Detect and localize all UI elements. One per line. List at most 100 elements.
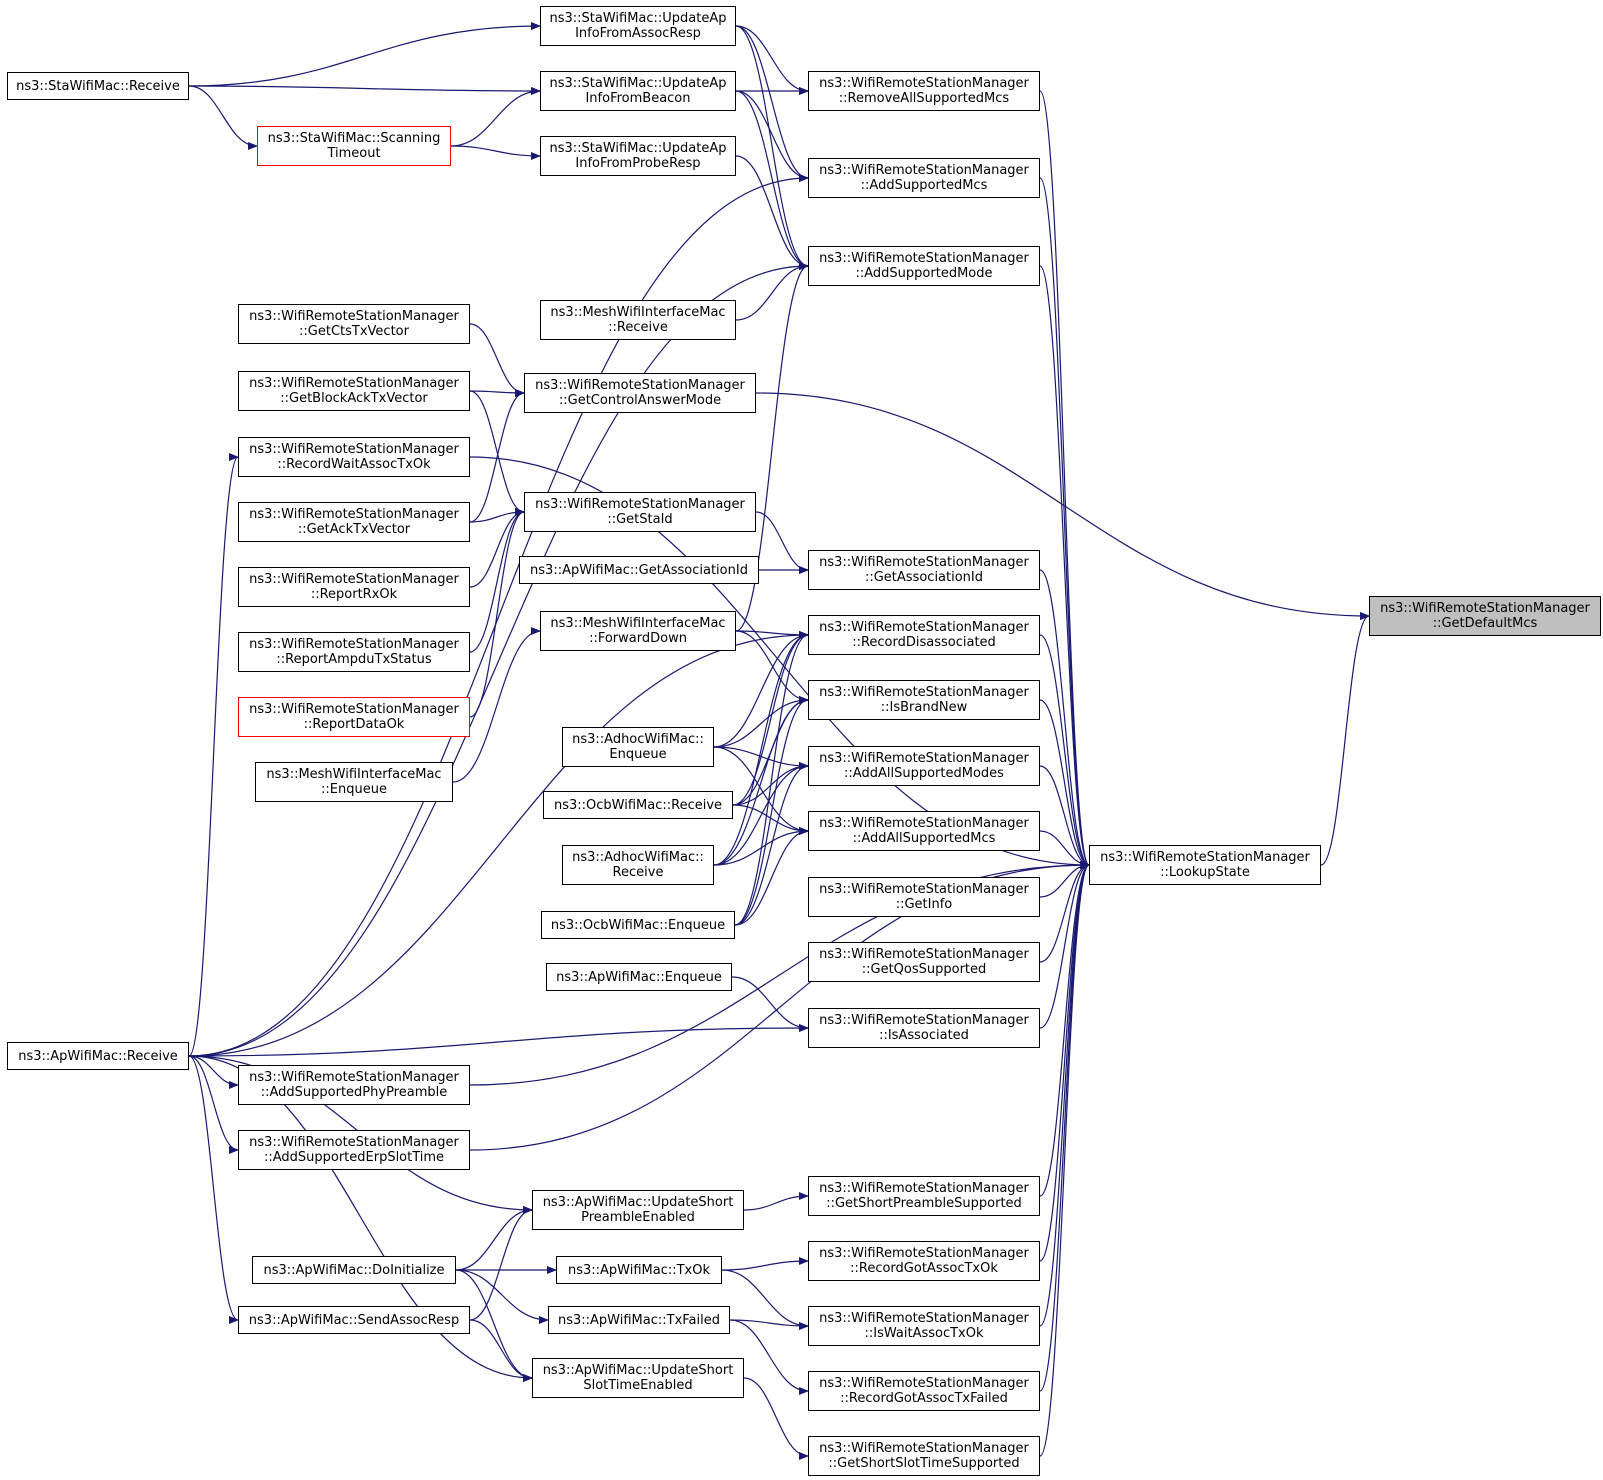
node-line: ns3::WifiRemoteStationManager — [249, 637, 459, 652]
node-report-rx-ok[interactable]: ns3::WifiRemoteStationManager::ReportRxO… — [238, 567, 470, 607]
edge-mesh_forward-to-add_mode — [735, 262, 809, 632]
node-record-got-assoc-tx-failed[interactable]: ns3::WifiRemoteStationManager::RecordGot… — [808, 1371, 1040, 1411]
node-get-info[interactable]: ns3::WifiRemoteStationManager::GetInfo — [808, 877, 1040, 917]
node-line: ns3::WifiRemoteStationManager — [819, 1181, 1029, 1196]
node-mesh-forward-down[interactable]: ns3::MeshWifiInterfaceMac::ForwardDown — [540, 611, 736, 651]
node-ap-receive[interactable]: ns3::ApWifiMac::Receive — [7, 1042, 189, 1070]
node-line: ns3::WifiRemoteStationManager — [249, 442, 459, 457]
node-adhoc-receive[interactable]: ns3::AdhocWifiMac::Receive — [562, 845, 714, 885]
node-tx-ok[interactable]: ns3::ApWifiMac::TxOk — [556, 1256, 722, 1284]
node-line: ns3::WifiRemoteStationManager — [819, 555, 1029, 570]
node-add-supported-phy-preamble[interactable]: ns3::WifiRemoteStationManager::AddSuppor… — [238, 1065, 470, 1105]
node-ap-enqueue[interactable]: ns3::ApWifiMac::Enqueue — [546, 963, 732, 991]
node-report-ampdu-tx-status[interactable]: ns3::WifiRemoteStationManager::ReportAmp… — [238, 632, 470, 672]
node-line: ::GetShortPreambleSupported — [826, 1196, 1022, 1211]
node-mesh-receive[interactable]: ns3::MeshWifiInterfaceMac::Receive — [540, 300, 736, 340]
node-is-associated[interactable]: ns3::WifiRemoteStationManager::IsAssocia… — [808, 1008, 1040, 1048]
node-line: ::AddAllSupportedModes — [844, 766, 1004, 781]
node-do-initialize[interactable]: ns3::ApWifiMac::DoInitialize — [252, 1256, 456, 1284]
node-line: ::RecordDisassociated — [852, 635, 996, 650]
node-add-all-supported-modes[interactable]: ns3::WifiRemoteStationManager::AddAllSup… — [808, 746, 1040, 786]
node-get-association-id[interactable]: ns3::WifiRemoteStationManager::GetAssoci… — [808, 550, 1040, 590]
node-line: ns3::StaWifiMac::UpdateAp — [549, 141, 727, 156]
node-send-assoc-resp[interactable]: ns3::ApWifiMac::SendAssocResp — [238, 1306, 470, 1334]
node-line: ns3::WifiRemoteStationManager — [249, 507, 459, 522]
node-is-brand-new[interactable]: ns3::WifiRemoteStationManager::IsBrandNe… — [808, 680, 1040, 720]
node-line: ::GetQosSupported — [861, 962, 987, 977]
edge-sta_receive-to-upd_assoc — [188, 22, 541, 87]
node-line: ::RecordGotAssocTxFailed — [840, 1391, 1008, 1406]
node-line: ns3::ApWifiMac::Receive — [18, 1048, 178, 1064]
edge-tx_failed-to-is_wait_assoc — [729, 1319, 809, 1330]
edge-upd_short_slot-to-get_short_slot — [743, 1377, 809, 1460]
node-tx-failed[interactable]: ns3::ApWifiMac::TxFailed — [548, 1306, 730, 1334]
node-line: ns3::WifiRemoteStationManager — [819, 76, 1029, 91]
node-line: ::GetAckTxVector — [297, 522, 411, 537]
node-sta-receive[interactable]: ns3::StaWifiMac::Receive — [7, 72, 189, 100]
edge-ap_receive-to-add_erp_slot — [188, 1055, 239, 1154]
node-add-supported-mode[interactable]: ns3::WifiRemoteStationManager::AddSuppor… — [808, 246, 1040, 286]
edge-rec_got_assoc_ok-to-lookup_state — [1039, 861, 1090, 1262]
node-get-short-preamble-supported[interactable]: ns3::WifiRemoteStationManager::GetShortP… — [808, 1176, 1040, 1216]
node-line: ::AddAllSupportedMcs — [852, 831, 996, 846]
node-get-sta-id[interactable]: ns3::WifiRemoteStationManager::GetStaId — [524, 492, 756, 532]
node-get-default-mcs[interactable]: ns3::WifiRemoteStationManager::GetDefaul… — [1369, 596, 1601, 636]
node-get-control-answer-mode[interactable]: ns3::WifiRemoteStationManager::GetContro… — [524, 373, 756, 413]
edge-tx_failed-to-rec_got_assoc_failed — [729, 1319, 809, 1395]
node-ocb-enqueue[interactable]: ns3::OcbWifiMac::Enqueue — [541, 911, 735, 939]
edge-ctrl_answer-to-get_default_mcs — [755, 392, 1370, 620]
node-record-wait-assoc-tx-ok[interactable]: ns3::WifiRemoteStationManager::RecordWai… — [238, 437, 470, 477]
edge-get_ack-to-ctrl_answer — [469, 389, 525, 523]
node-line: ::Enqueue — [321, 782, 387, 797]
node-record-got-assoc-tx-ok[interactable]: ns3::WifiRemoteStationManager::RecordGot… — [808, 1241, 1040, 1281]
node-line: InfoFromBeacon — [585, 91, 691, 106]
node-record-disassociated[interactable]: ns3::WifiRemoteStationManager::RecordDis… — [808, 615, 1040, 655]
node-line: ns3::WifiRemoteStationManager — [249, 376, 459, 391]
edge-adhoc_receive-to-is_brand_new — [713, 696, 809, 866]
node-line: ns3::OcbWifiMac::Receive — [553, 797, 723, 813]
node-get-qos-supported[interactable]: ns3::WifiRemoteStationManager::GetQosSup… — [808, 942, 1040, 982]
node-line: ns3::WifiRemoteStationManager — [819, 620, 1029, 635]
node-get-cts-tx-vector[interactable]: ns3::WifiRemoteStationManager::GetCtsTxV… — [238, 304, 470, 344]
edge-adhoc_enqueue-to-rec_disassoc — [713, 631, 809, 748]
node-report-data-ok[interactable]: ns3::WifiRemoteStationManager::ReportDat… — [238, 697, 470, 737]
node-line: ns3::ApWifiMac::SendAssocResp — [248, 1312, 460, 1328]
node-line: ns3::ApWifiMac::UpdateShort — [542, 1363, 734, 1378]
node-ap-get-association-id[interactable]: ns3::ApWifiMac::GetAssociationId — [519, 556, 759, 584]
edge-ap_receive-to-is_associated — [188, 1024, 809, 1057]
node-add-all-supported-mcs[interactable]: ns3::WifiRemoteStationManager::AddAllSup… — [808, 811, 1040, 851]
node-add-supported-erp-slot-time[interactable]: ns3::WifiRemoteStationManager::AddSuppor… — [238, 1130, 470, 1170]
node-line: ns3::WifiRemoteStationManager — [535, 378, 745, 393]
edge-get_blockack-to-ctrl_answer — [469, 388, 525, 397]
node-line: ns3::WifiRemoteStationManager — [249, 572, 459, 587]
node-line: ns3::StaWifiMac::Receive — [16, 78, 180, 94]
edge-adhoc_receive-to-rec_disassoc — [713, 631, 809, 866]
edge-upd_short_preamble-to-get_short_preamble — [743, 1192, 809, 1211]
node-get-block-ack-tx-vector[interactable]: ns3::WifiRemoteStationManager::GetBlockA… — [238, 371, 470, 411]
node-lookup-state[interactable]: ns3::WifiRemoteStationManager::LookupSta… — [1089, 845, 1321, 885]
node-get-ack-tx-vector[interactable]: ns3::WifiRemoteStationManager::GetAckTxV… — [238, 502, 470, 542]
node-remove-all-supported-mcs[interactable]: ns3::WifiRemoteStationManager::RemoveAll… — [808, 71, 1040, 111]
node-get-short-slot-time-supported[interactable]: ns3::WifiRemoteStationManager::GetShortS… — [808, 1436, 1040, 1476]
node-line: ns3::MeshWifiInterfaceMac — [266, 767, 442, 782]
node-line: ns3::WifiRemoteStationManager — [249, 702, 459, 717]
node-line: SlotTimeEnabled — [583, 1378, 693, 1393]
edge-add_mode-to-lookup_state — [1039, 265, 1090, 869]
edge-get_short_slot-to-lookup_state — [1039, 861, 1090, 1457]
node-adhoc-enqueue[interactable]: ns3::AdhocWifiMac::Enqueue — [562, 727, 714, 767]
node-line: ns3::WifiRemoteStationManager — [1380, 601, 1590, 616]
node-is-wait-assoc-tx-ok[interactable]: ns3::WifiRemoteStationManager::IsWaitAss… — [808, 1306, 1040, 1346]
node-line: ns3::MeshWifiInterfaceMac — [550, 305, 726, 320]
node-add-supported-mcs[interactable]: ns3::WifiRemoteStationManager::AddSuppor… — [808, 158, 1040, 198]
edge-ocb_enqueue-to-add_all_mcs — [734, 827, 809, 926]
node-line: ns3::ApWifiMac::TxFailed — [557, 1312, 720, 1328]
node-mesh-enqueue[interactable]: ns3::MeshWifiInterfaceMac::Enqueue — [255, 762, 453, 802]
node-ocb-receive[interactable]: ns3::OcbWifiMac::Receive — [543, 791, 733, 819]
